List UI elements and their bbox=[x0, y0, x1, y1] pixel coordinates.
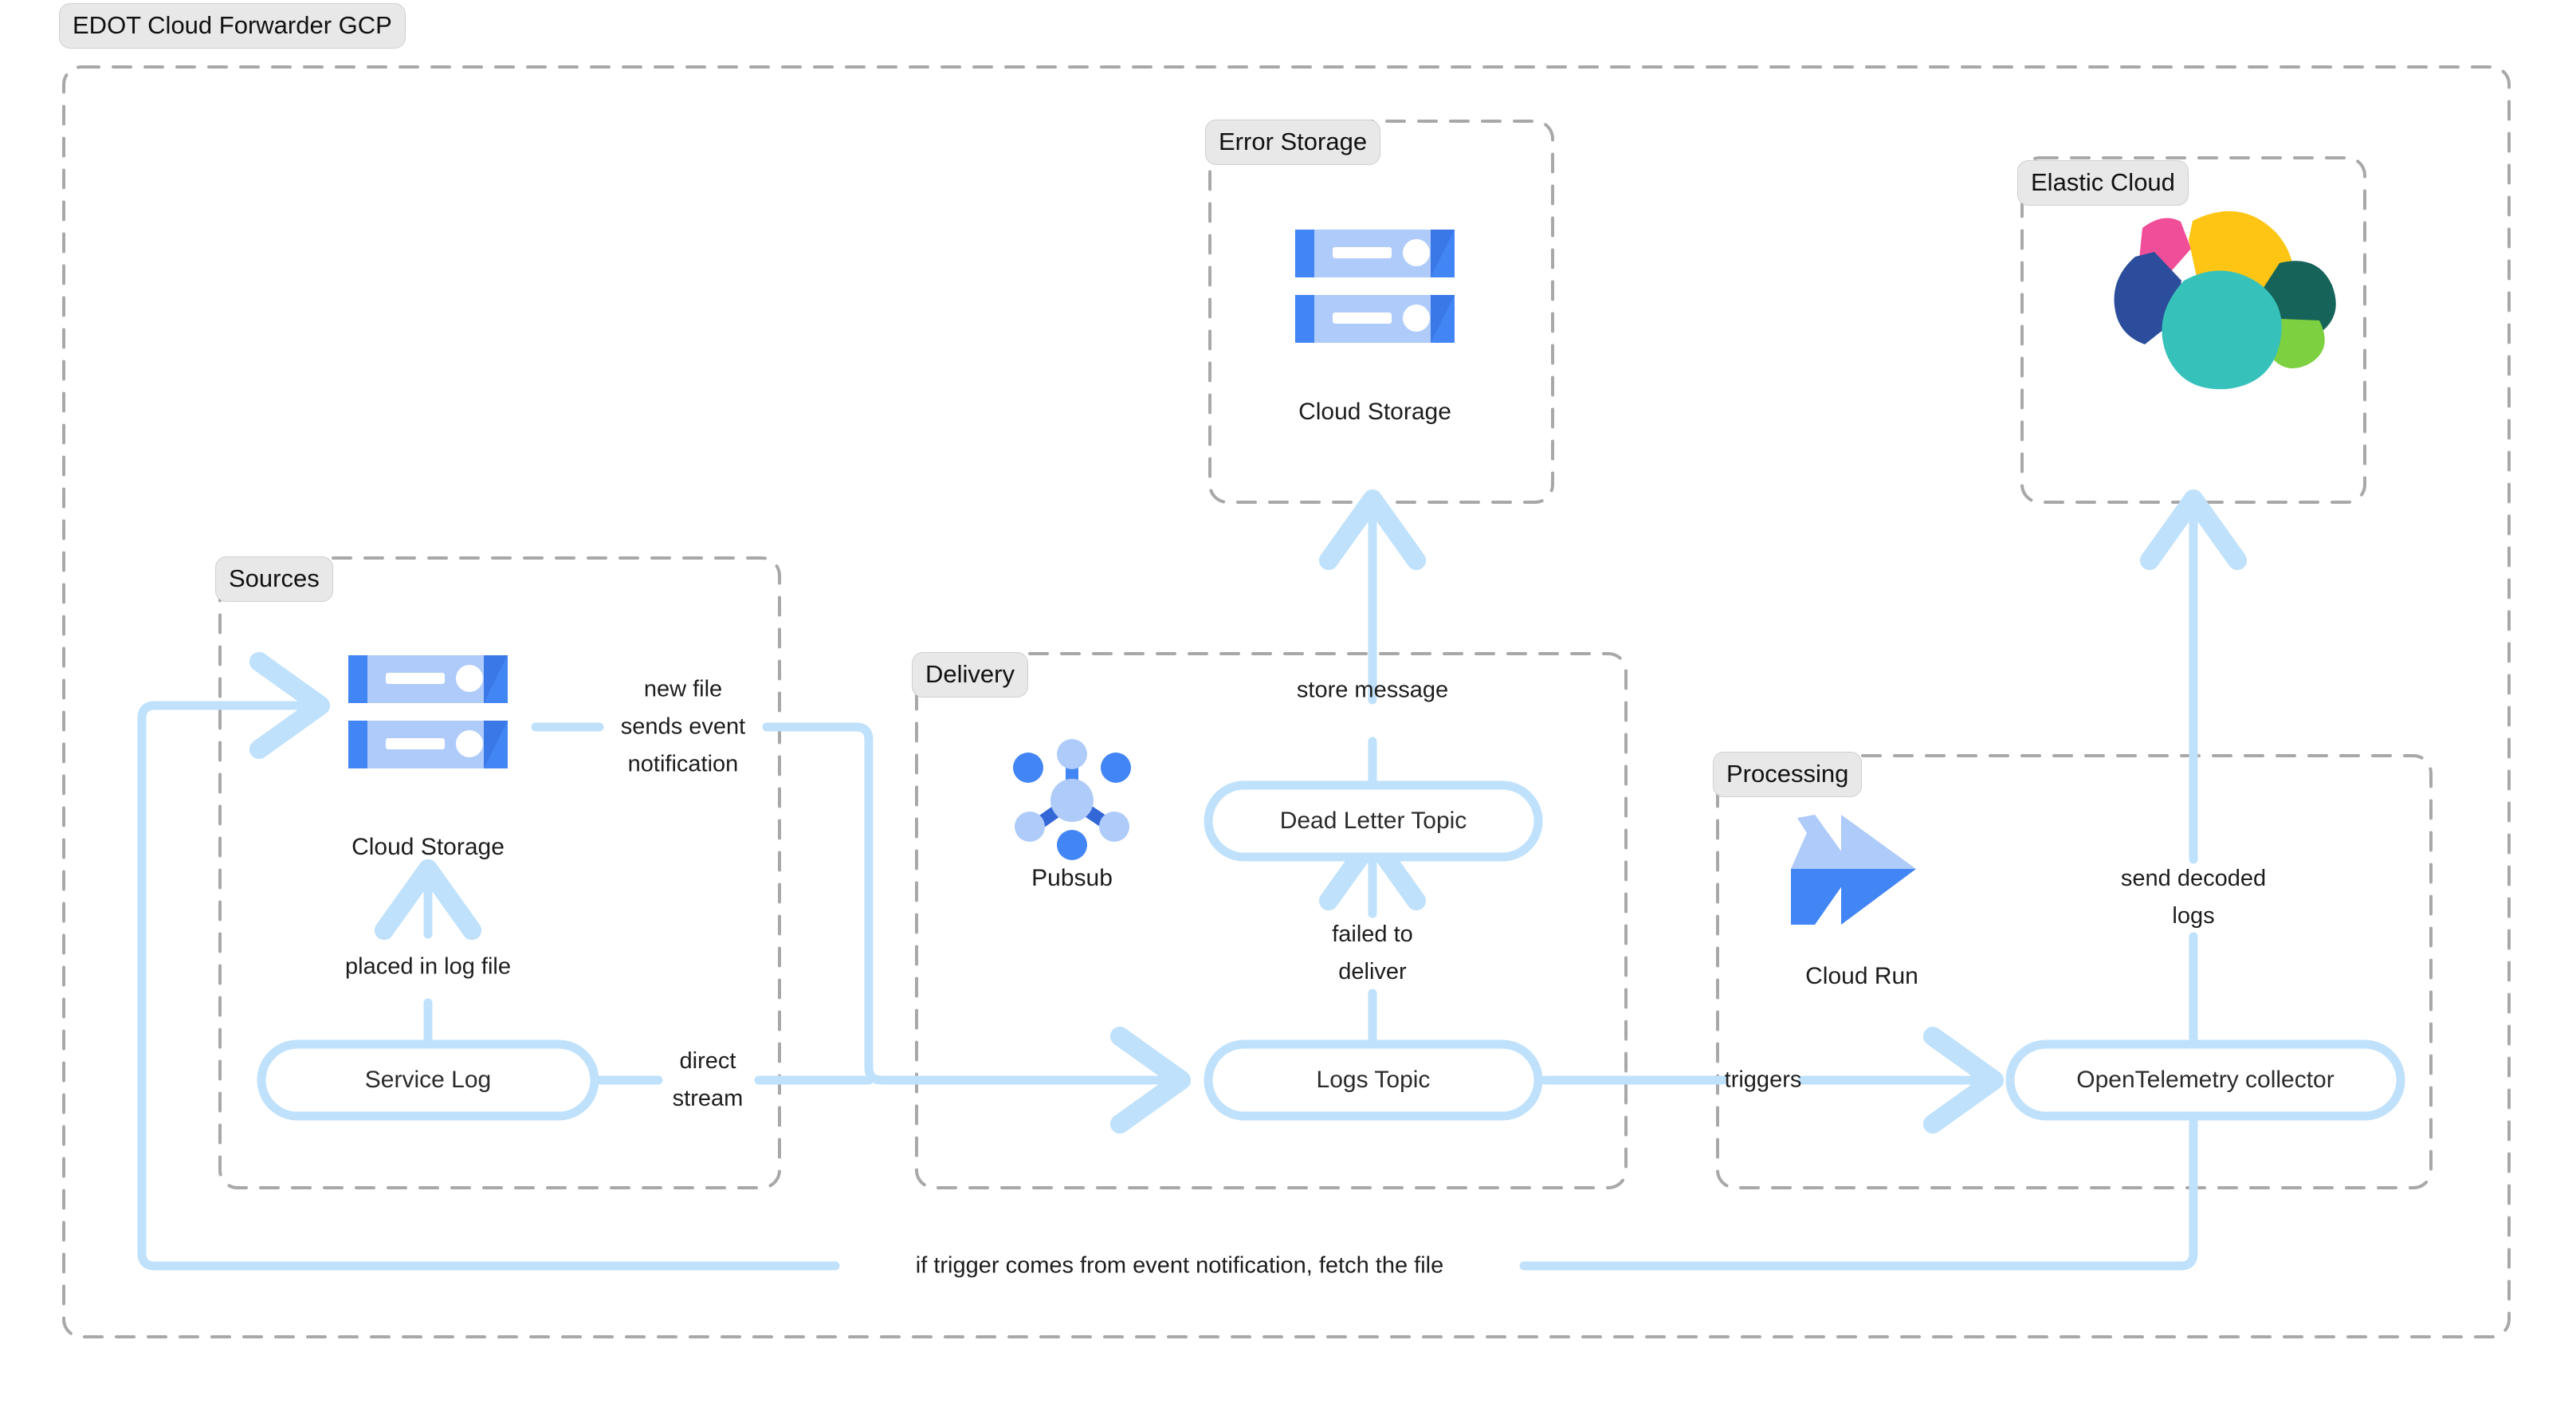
group-label-elastic: Elastic Cloud bbox=[2017, 160, 2189, 206]
group-label-root: EDOT Cloud Forwarder GCP bbox=[59, 3, 406, 49]
group-label-error: Error Storage bbox=[1205, 120, 1381, 165]
edge-label-direct-stream: direct stream bbox=[672, 1048, 744, 1111]
edge-label-new-file-event: new file sends event notification bbox=[620, 676, 746, 777]
edge-label-send-decoded-logs: send decoded logs bbox=[2120, 866, 2267, 929]
edge-label-failed-to-deliver: failed to deliver bbox=[1332, 922, 1413, 984]
group-processing-border bbox=[1716, 754, 2433, 1189]
node-dead-letter-topic[interactable]: Dead Letter Topic bbox=[1279, 808, 1467, 834]
node-logs-topic[interactable]: Logs Topic bbox=[1316, 1067, 1431, 1093]
group-elastic-border bbox=[2020, 156, 2366, 504]
process-nodes bbox=[257, 780, 2405, 1121]
storage-bar-top bbox=[348, 655, 508, 703]
node-logs-topic-shape bbox=[1204, 1039, 1543, 1121]
edge-fetch-the-file-seg2 bbox=[137, 651, 840, 1271]
edge-label-fetch-the-file: if trigger comes from event notification… bbox=[915, 1252, 1444, 1279]
icon-caption-pubsub: Pubsub bbox=[1031, 865, 1113, 891]
gcp-pubsub-icon bbox=[1013, 739, 1131, 860]
gcp-cloud-storage-icon-error bbox=[1295, 230, 1455, 343]
edge-label-triggers: triggers bbox=[1724, 1067, 1802, 1093]
storage-bar-top bbox=[1295, 230, 1455, 277]
edge-new-file-seg2 bbox=[762, 722, 1192, 1134]
node-dead-letter-topic-shape bbox=[1204, 780, 1543, 862]
node-otel-collector[interactable]: OpenTelemetry collector bbox=[2076, 1067, 2334, 1093]
edge-label-store-message: store message bbox=[1296, 677, 1449, 703]
group-label-sources: Sources bbox=[215, 556, 333, 602]
group-sources-border bbox=[218, 556, 781, 1189]
icon-caption-cloud-storage-error: Cloud Storage bbox=[1298, 399, 1451, 425]
node-otel-collector-shape bbox=[2005, 1039, 2405, 1121]
group-delivery-border bbox=[915, 652, 1628, 1189]
storage-bar-bottom bbox=[1295, 295, 1455, 343]
group-label-processing: Processing bbox=[1713, 752, 1863, 797]
elastic-logo-icon bbox=[2114, 210, 2336, 390]
gcp-cloud-run-icon bbox=[1791, 815, 1916, 925]
node-service-log[interactable]: Service Log bbox=[364, 1067, 492, 1093]
group-label-delivery: Delivery bbox=[912, 652, 1028, 698]
icon-caption-cloud-storage-sources: Cloud Storage bbox=[351, 834, 505, 860]
gcp-cloud-storage-icon-sources bbox=[348, 655, 508, 768]
edge-label-placed-in-log-file: placed in log file bbox=[345, 953, 511, 980]
storage-bar-bottom bbox=[348, 721, 508, 768]
node-service-log-shape bbox=[257, 1039, 599, 1121]
edge-fetch-the-file-seg1 bbox=[1519, 1106, 2198, 1271]
icon-caption-cloud-run: Cloud Run bbox=[1805, 963, 1918, 989]
